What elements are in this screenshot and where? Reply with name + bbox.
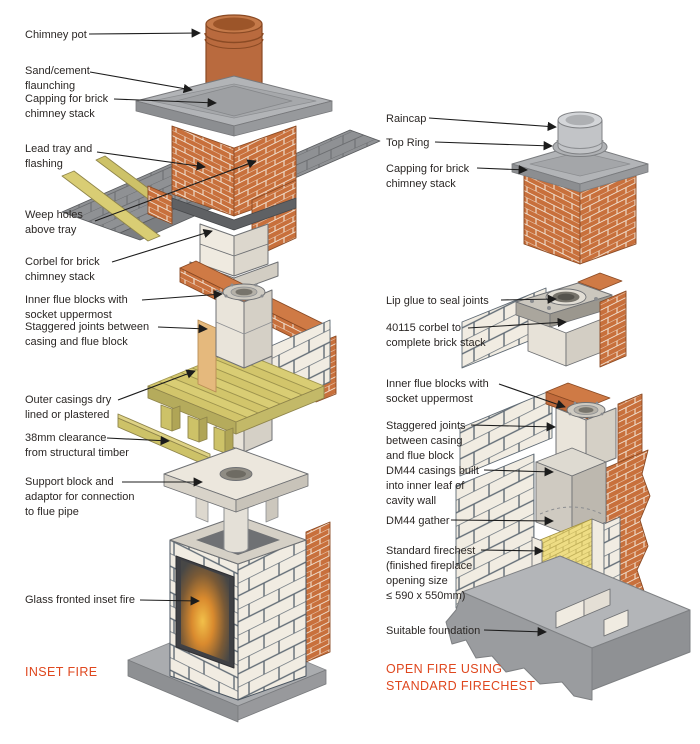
label-arrow	[139, 596, 200, 606]
brick-pier-upper	[577, 272, 627, 368]
glass-front	[175, 555, 235, 669]
inner-flue-block	[215, 283, 273, 369]
label-arrow	[467, 317, 567, 329]
label-arrow	[111, 229, 213, 263]
label-arrow	[89, 71, 193, 94]
raincap	[556, 111, 604, 155]
flue-socket	[222, 283, 266, 301]
support-slab	[163, 447, 309, 523]
label-arrow	[480, 546, 544, 556]
dm44-gather	[535, 447, 607, 537]
label-arrow	[476, 164, 528, 175]
label-arrow	[141, 289, 223, 301]
casing-wall-middle	[459, 389, 553, 477]
brick-column-right	[305, 521, 331, 663]
inset-fire-diagram	[61, 14, 381, 723]
label-arrow	[434, 141, 553, 151]
label-arrow	[470, 422, 556, 432]
label-arrow	[450, 516, 554, 526]
foundation	[445, 555, 691, 701]
label-arrow	[483, 467, 554, 477]
label-arrow	[106, 435, 170, 446]
brick-stack	[171, 125, 297, 217]
open-fire-diagram	[445, 111, 691, 701]
label-arrow	[483, 627, 547, 637]
flue-adaptor-pipe	[223, 505, 249, 553]
label-arrow	[157, 323, 208, 334]
plaster-face	[197, 319, 217, 393]
label-arrow	[113, 97, 217, 108]
label-arrow	[96, 151, 206, 171]
lead-tray	[171, 197, 297, 231]
flue-socket	[566, 401, 606, 418]
label-arrow	[94, 159, 257, 222]
label-arrow	[117, 369, 196, 401]
label-arrow	[500, 294, 557, 304]
loose-blocks	[555, 588, 629, 637]
flaunching	[175, 85, 293, 117]
leader-lines	[88, 28, 567, 637]
label-arrow	[498, 383, 566, 409]
capping-slab	[511, 143, 649, 193]
label-arrow	[428, 117, 557, 132]
label-arrow	[88, 28, 201, 38]
